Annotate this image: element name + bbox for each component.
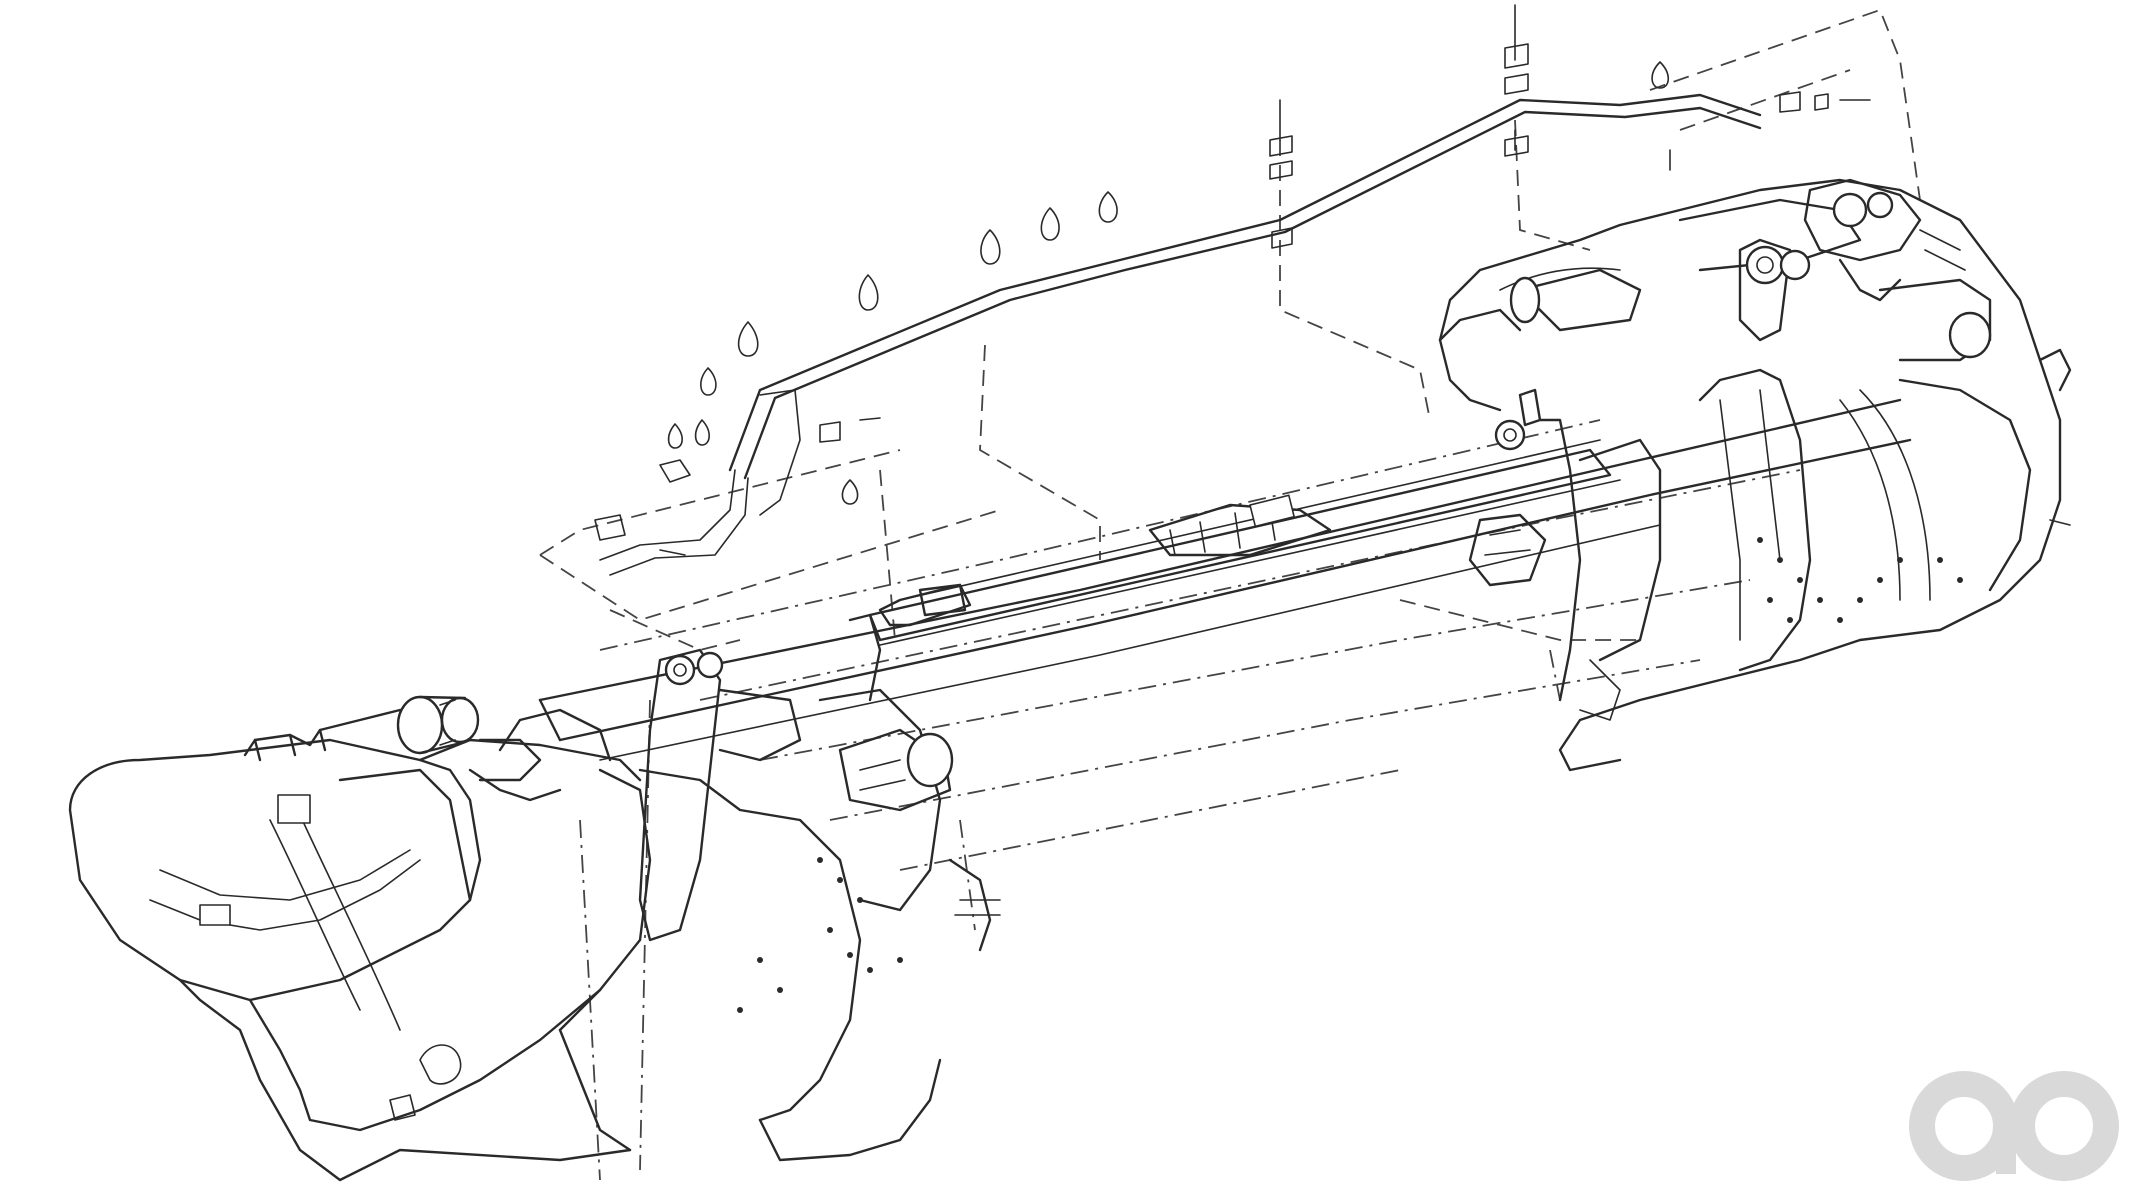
grommet-clips <box>667 61 1670 505</box>
ao-logo-icon <box>1909 1071 2119 1181</box>
left-upright-arm <box>638 583 1001 952</box>
main-frame-beam <box>538 398 1912 761</box>
fasteners <box>594 4 1871 556</box>
upper-tube-line <box>599 93 1762 576</box>
explosion-guide-lines <box>539 8 1921 1181</box>
mid-beam-components <box>878 388 1547 627</box>
left-header-assembly <box>68 708 942 1182</box>
right-header-assembly <box>1438 178 2072 772</box>
rivet-dots <box>737 537 1963 1013</box>
left-motor-unit <box>243 695 562 802</box>
